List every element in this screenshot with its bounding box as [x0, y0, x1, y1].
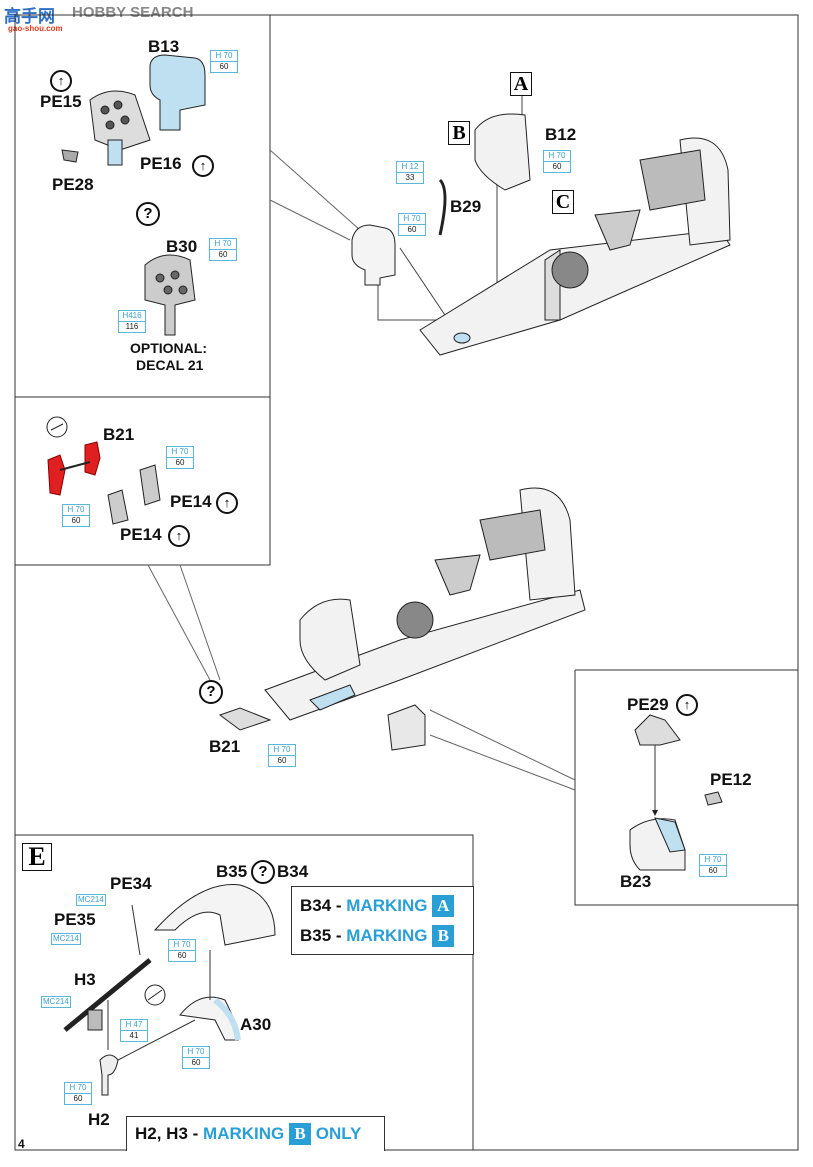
label-b12: B12	[545, 125, 577, 144]
watermark-brand: HOBBY SEARCH	[72, 4, 194, 21]
marking-note-b35: B35 - MARKING B	[300, 925, 455, 947]
label-pe28: PE28	[52, 175, 94, 194]
page-frame	[14, 14, 799, 1151]
label-pe12: PE12	[710, 770, 752, 789]
label-pe34: PE34	[110, 874, 152, 893]
part-b13	[149, 54, 206, 131]
part-b34	[153, 884, 276, 946]
optional-note: OPTIONAL:	[130, 340, 207, 356]
flip-arrow-icon: ↑	[50, 70, 72, 92]
marking-only-note: H2, H3 - MARKING B ONLY	[135, 1123, 362, 1145]
page-number: 4	[18, 1137, 25, 1151]
label-b34: B34	[277, 862, 309, 881]
label-b30: B30	[166, 237, 198, 256]
part-b21-red	[47, 441, 101, 496]
marking-note-box: B34 - MARKING A B35 - MARKING B	[291, 886, 474, 955]
label-pe35: PE35	[54, 910, 96, 929]
panel-divider	[574, 669, 798, 906]
flip-arrow-icon: ↑	[168, 525, 190, 547]
option-icon: ?	[136, 202, 160, 226]
flip-arrow-icon: ↑	[192, 155, 214, 177]
part-h3	[63, 958, 152, 1032]
label-pe14: PE14	[170, 492, 212, 511]
paint-callout: MC214	[51, 933, 81, 945]
label-pe15: PE15	[40, 92, 82, 111]
label-b21: B21	[103, 425, 135, 444]
part-h2	[99, 1054, 119, 1096]
label-b23: B23	[620, 872, 652, 891]
label-b13: B13	[148, 37, 180, 56]
label-b29: B29	[450, 197, 482, 216]
option-icon: ?	[251, 860, 275, 884]
step-marker-c: C	[552, 190, 574, 214]
label-pe29: PE29	[627, 695, 669, 714]
label-pe16: PE16	[140, 154, 182, 173]
flip-arrow-icon: ↑	[676, 694, 698, 716]
label-b35: B35	[216, 862, 248, 881]
cockpit-floor-bottom	[218, 487, 586, 751]
part-pe12	[704, 791, 723, 806]
step-marker-e: E	[22, 843, 52, 871]
panel-divider	[15, 397, 271, 566]
paint-callout: MC214	[41, 996, 71, 1008]
part-b13-detached	[351, 224, 396, 286]
watermark-site: gao-shou.com	[8, 24, 63, 33]
option-icon: ?	[199, 680, 223, 704]
instrument-panel-pe15	[61, 90, 151, 166]
marking-only-note-box: H2, H3 - MARKING B ONLY	[126, 1116, 385, 1151]
part-pe14	[107, 464, 161, 525]
panel-divider	[15, 834, 474, 1150]
cockpit-floor-top	[419, 113, 731, 356]
label-h2: H2	[88, 1110, 110, 1129]
paint-callout: MC214	[76, 894, 106, 906]
watermark-logo: 高手网	[4, 7, 55, 26]
label-h3: H3	[74, 970, 96, 989]
part-b30	[144, 254, 196, 336]
decal-note: DECAL 21	[136, 357, 204, 373]
marking-note-b34: B34 - MARKING A	[300, 895, 455, 917]
flip-arrow-icon: ↑	[216, 492, 238, 514]
part-pe29	[634, 714, 681, 746]
label-a30: A30	[240, 1015, 272, 1034]
step-marker-a: A	[510, 72, 532, 96]
step-marker-b: B	[448, 121, 470, 145]
label-pe14: PE14	[120, 525, 162, 544]
label-b21: B21	[209, 737, 241, 756]
